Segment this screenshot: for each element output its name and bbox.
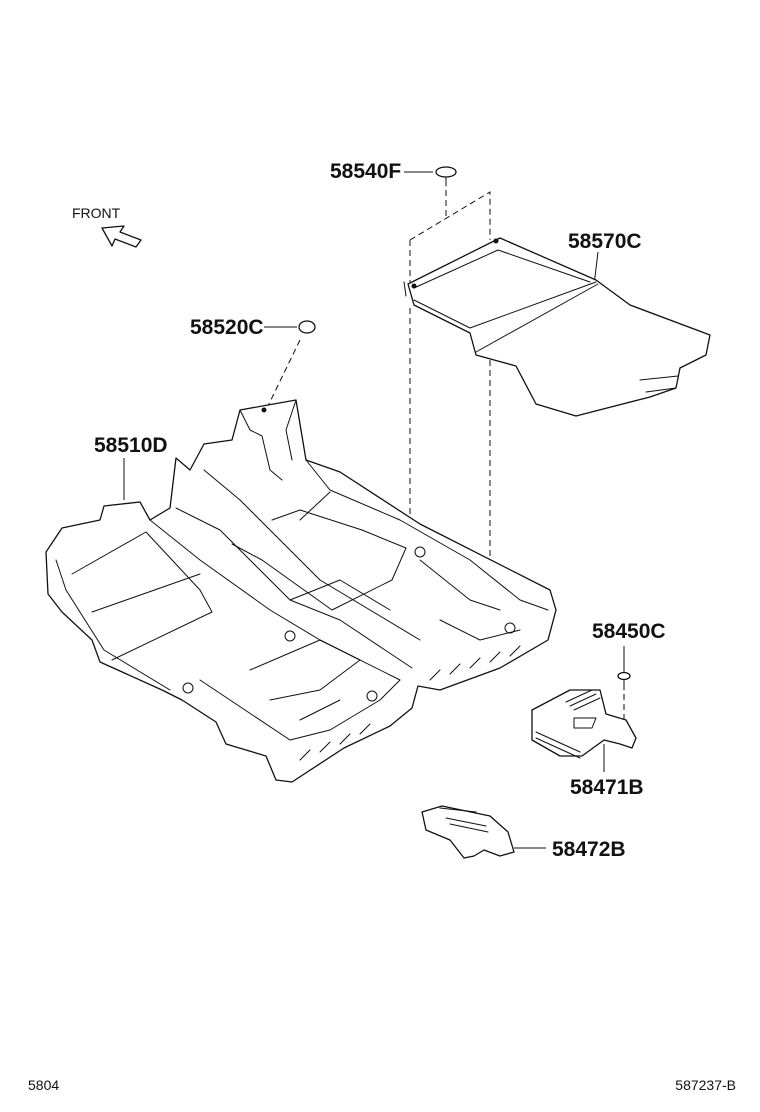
label-58510d: 58510D [94,434,168,457]
label-58520c: 58520C [190,316,264,339]
rear-floor-mat-shape [407,237,711,417]
part-58520c: 58520C [190,316,316,411]
guide-58570c [409,191,491,668]
part-58450c: 58450C [592,620,666,720]
carpet-plug-hole [261,407,267,413]
label-58570c: 58570C [568,230,642,253]
mat-hole-1 [411,283,417,289]
label-58471b: 58471B [570,776,644,799]
rear-floor-mat-fold [639,375,679,393]
floor-carpet-pillar [239,399,297,481]
part-58570c: 58570C [403,191,711,668]
part-58471b: 58471B [531,689,644,799]
mat-hole-2 [493,238,499,244]
part-58510d: 58510D [45,399,557,783]
cover-58471b-shape [531,689,637,757]
footer-left-code: 5804 [28,1077,59,1093]
front-label: FRONT [72,205,121,221]
carpet-hole-1 [182,682,194,694]
carpet-hole-5 [366,690,378,702]
cover-58471b-texture [535,689,601,759]
floor-carpet-front-right [199,639,401,741]
plug-58540f-icon [435,166,457,178]
part-58540f: 58540F [330,160,457,218]
floor-carpet-ribs [299,645,521,761]
guide-58520c [265,339,301,411]
floor-carpet-shape [45,399,557,783]
carpet-hole-3 [414,546,426,558]
floor-carpet-rear-area [299,459,549,641]
plug-58520c-icon [298,320,316,334]
floor-carpet-left-well [55,531,213,691]
carpet-hole-4 [504,622,516,634]
label-58472b: 58472B [552,838,626,861]
label-58450c: 58450C [592,620,666,643]
front-direction-indicator: FRONT [72,205,142,248]
cover-58472b-texture [439,807,489,833]
floor-carpet-right-well [231,509,407,611]
rear-floor-mat-edge [403,249,599,353]
front-arrow-icon [101,225,142,248]
carpet-hole-2 [284,630,296,642]
clip-58450c-icon [617,671,631,681]
cover-58472b-shape [421,805,515,859]
label-58540f: 58540F [330,160,401,183]
part-58472b: 58472B [421,805,626,861]
footer-right-code: 587237-B [675,1077,736,1093]
